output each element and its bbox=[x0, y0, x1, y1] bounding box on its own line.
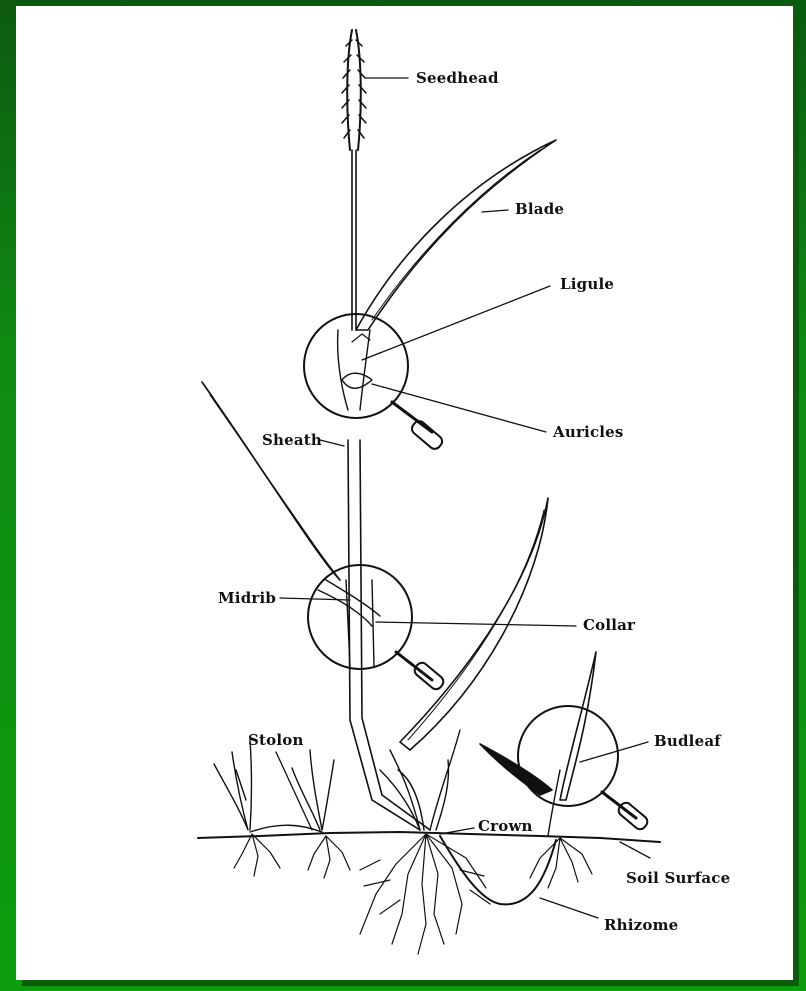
stolon-plants bbox=[214, 740, 334, 832]
label-stolon: Stolon bbox=[248, 731, 304, 749]
lower-magnifier bbox=[308, 565, 446, 692]
roots bbox=[234, 834, 592, 954]
upper-magnifier bbox=[304, 314, 445, 451]
crown-tuft bbox=[390, 730, 460, 830]
seedhead-spike bbox=[342, 30, 366, 150]
label-crown: Crown bbox=[478, 817, 533, 835]
label-midrib: Midrib bbox=[218, 589, 276, 607]
label-soil-surface: Soil Surface bbox=[626, 869, 730, 887]
leader-midrib bbox=[280, 598, 350, 600]
label-ligule: Ligule bbox=[560, 275, 614, 293]
label-sheath: Sheath bbox=[262, 431, 322, 449]
label-rhizome: Rhizome bbox=[604, 916, 678, 934]
leader-blade bbox=[482, 210, 508, 212]
label-seedhead: Seedhead bbox=[416, 69, 499, 87]
leader-soil-surface bbox=[620, 842, 650, 858]
leader-budleaf bbox=[580, 742, 648, 762]
label-blade: Blade bbox=[515, 200, 564, 218]
culm-lower bbox=[348, 440, 430, 830]
rhizome bbox=[440, 836, 556, 904]
upper-blade bbox=[356, 140, 556, 330]
label-collar: Collar bbox=[583, 616, 635, 634]
leader-rhizome bbox=[540, 898, 598, 918]
budleaf-magnifier bbox=[480, 652, 650, 836]
leader-lines bbox=[276, 78, 650, 918]
label-budleaf: Budleaf bbox=[654, 732, 721, 750]
label-auricles: Auricles bbox=[553, 423, 624, 441]
main-stem bbox=[352, 150, 356, 330]
middle-left-leaf bbox=[202, 382, 340, 580]
leader-sheath bbox=[320, 440, 344, 446]
leader-collar bbox=[376, 622, 576, 626]
leader-stolon bbox=[276, 752, 312, 830]
